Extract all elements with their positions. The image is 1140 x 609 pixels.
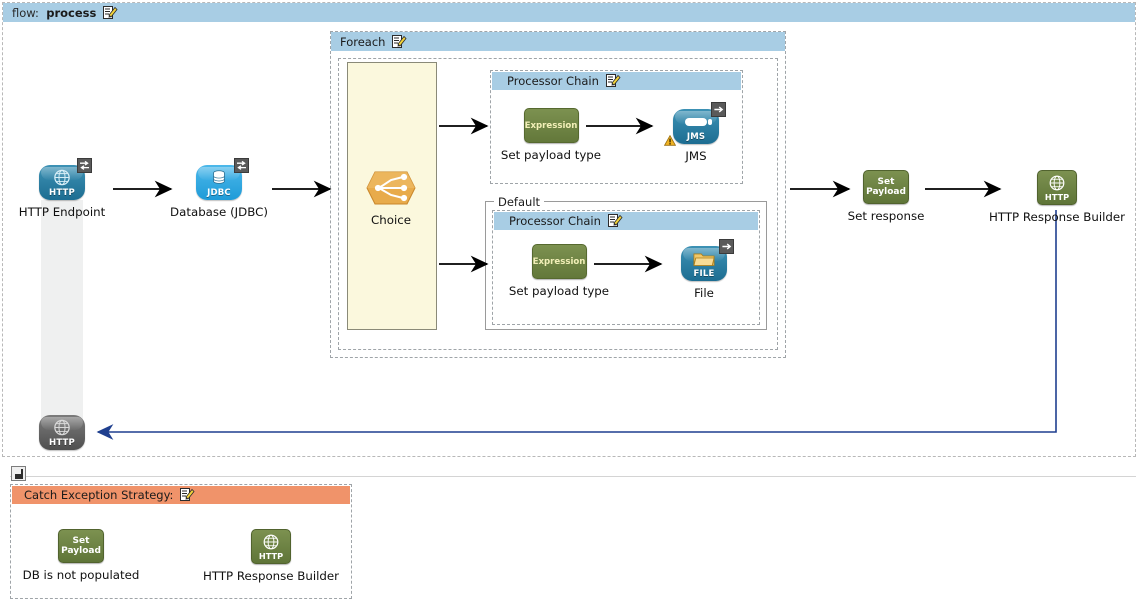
choice-router-icon[interactable] <box>365 168 417 208</box>
http-response-builder-icon[interactable]: HTTP <box>251 529 291 564</box>
section-divider <box>10 476 1136 477</box>
node-http-endpoint[interactable]: HTTP HTTP Endpoint <box>0 158 132 219</box>
flow-title: flow: process <box>12 6 96 20</box>
node-set-payload-type-1[interactable]: Expression Set payload type <box>481 108 621 162</box>
globe-glyph <box>263 534 279 550</box>
globe-glyph <box>54 169 70 186</box>
collapse-toggle[interactable] <box>11 466 26 481</box>
request-response-badge <box>77 158 92 173</box>
folder-glyph <box>693 253 715 266</box>
edit-pencil-icon[interactable] <box>180 488 195 502</box>
jms-tag: JMS <box>686 132 706 142</box>
node-set-response-caption: Set response <box>847 209 925 223</box>
node-http-endpoint-caption: HTTP Endpoint <box>18 205 106 219</box>
expression-tag: Expression <box>524 120 578 131</box>
set-payload-tag-line1: Set <box>72 535 90 546</box>
processor-chain-1-title: Processor Chain <box>507 74 599 88</box>
edit-pencil-icon[interactable] <box>605 74 621 88</box>
http-response-builder-tag: HTTP <box>258 551 284 561</box>
set-payload-tag-line2: Payload <box>866 187 906 197</box>
set-payload-tag-line1: Set <box>877 176 895 187</box>
node-database-jdbc[interactable]: JDBC Database (JDBC) <box>149 158 289 219</box>
node-choice-caption: Choice <box>371 213 411 227</box>
edit-pencil-icon[interactable] <box>607 214 623 228</box>
edit-pencil-icon[interactable] <box>103 5 118 20</box>
jdbc-database-icon[interactable]: JDBC <box>196 158 249 200</box>
one-way-badge <box>711 102 726 117</box>
one-way-badge <box>719 239 734 254</box>
response-lane <box>41 200 83 425</box>
node-db-not-populated-caption: DB is not populated <box>22 568 140 582</box>
processor-chain-2-title: Processor Chain <box>509 214 601 228</box>
node-http-response-builder-caption: HTTP Response Builder <box>988 210 1126 224</box>
node-catch-http-response-builder-caption: HTTP Response Builder <box>202 569 340 583</box>
http-response-endpoint-icon[interactable]: HTTP <box>39 415 85 450</box>
node-database-jdbc-caption: Database (JDBC) <box>170 205 268 219</box>
processor-chain-2-header[interactable]: Processor Chain <box>494 212 758 230</box>
http-endpoint-tag: HTTP <box>49 188 75 198</box>
expression-tag: Expression <box>532 256 586 267</box>
set-payload-icon[interactable]: Set Payload <box>58 529 104 563</box>
node-set-payload-type-2[interactable]: Expression Set payload type <box>489 244 629 298</box>
set-payload-tag-line2: Payload <box>61 546 101 556</box>
node-set-payload-type-1-caption: Set payload type <box>500 148 602 162</box>
globe-glyph <box>1049 175 1065 191</box>
globe-glyph <box>54 419 70 436</box>
node-http-response-endpoint[interactable]: HTTP <box>0 415 132 450</box>
node-jms-caption: JMS <box>685 149 707 163</box>
foreach-header-bar[interactable]: Foreach <box>331 32 785 51</box>
foreach-title: Foreach <box>340 34 386 49</box>
database-cylinder-glyph <box>213 170 225 184</box>
node-jms[interactable]: JMS JMS <box>626 102 766 163</box>
http-response-builder-icon[interactable]: HTTP <box>1037 170 1077 205</box>
http-response-builder-tag: HTTP <box>1044 192 1070 202</box>
expression-icon[interactable]: Expression <box>523 108 579 143</box>
node-set-payload-type-2-caption: Set payload type <box>508 284 610 298</box>
catch-exception-strategy-header[interactable]: Catch Exception Strategy: <box>12 486 350 504</box>
node-db-not-populated[interactable]: Set Payload DB is not populated <box>11 529 151 582</box>
file-tag: FILE <box>693 269 715 279</box>
node-set-response[interactable]: Set Payload Set response <box>816 170 956 223</box>
node-file-caption: File <box>694 286 714 300</box>
file-endpoint-icon[interactable]: FILE <box>681 239 734 281</box>
node-choice[interactable]: Choice <box>321 168 461 227</box>
jdbc-tag: JDBC <box>207 188 231 198</box>
flow-header-bar[interactable]: flow: process <box>3 3 1135 22</box>
http-response-endpoint-tag: HTTP <box>49 438 75 448</box>
node-catch-http-response-builder[interactable]: HTTP HTTP Response Builder <box>201 529 341 583</box>
node-http-response-builder[interactable]: HTTP HTTP Response Builder <box>987 170 1127 224</box>
warning-triangle-icon <box>664 135 676 146</box>
flow-label: flow: <box>12 5 39 20</box>
set-payload-icon[interactable]: Set Payload <box>863 170 909 204</box>
expression-icon[interactable]: Expression <box>531 244 587 279</box>
processor-chain-1-header[interactable]: Processor Chain <box>492 72 741 90</box>
default-group-label: Default <box>494 195 545 209</box>
http-endpoint-icon[interactable]: HTTP <box>39 158 92 200</box>
edit-pencil-icon[interactable] <box>392 34 407 49</box>
node-file[interactable]: FILE File <box>634 239 774 300</box>
jms-queue-glyph <box>685 118 712 126</box>
catch-exception-strategy-title: Catch Exception Strategy: <box>24 488 174 502</box>
jms-endpoint-icon[interactable]: JMS <box>664 102 726 146</box>
flow-name: process <box>46 5 97 20</box>
request-response-badge <box>234 158 249 173</box>
